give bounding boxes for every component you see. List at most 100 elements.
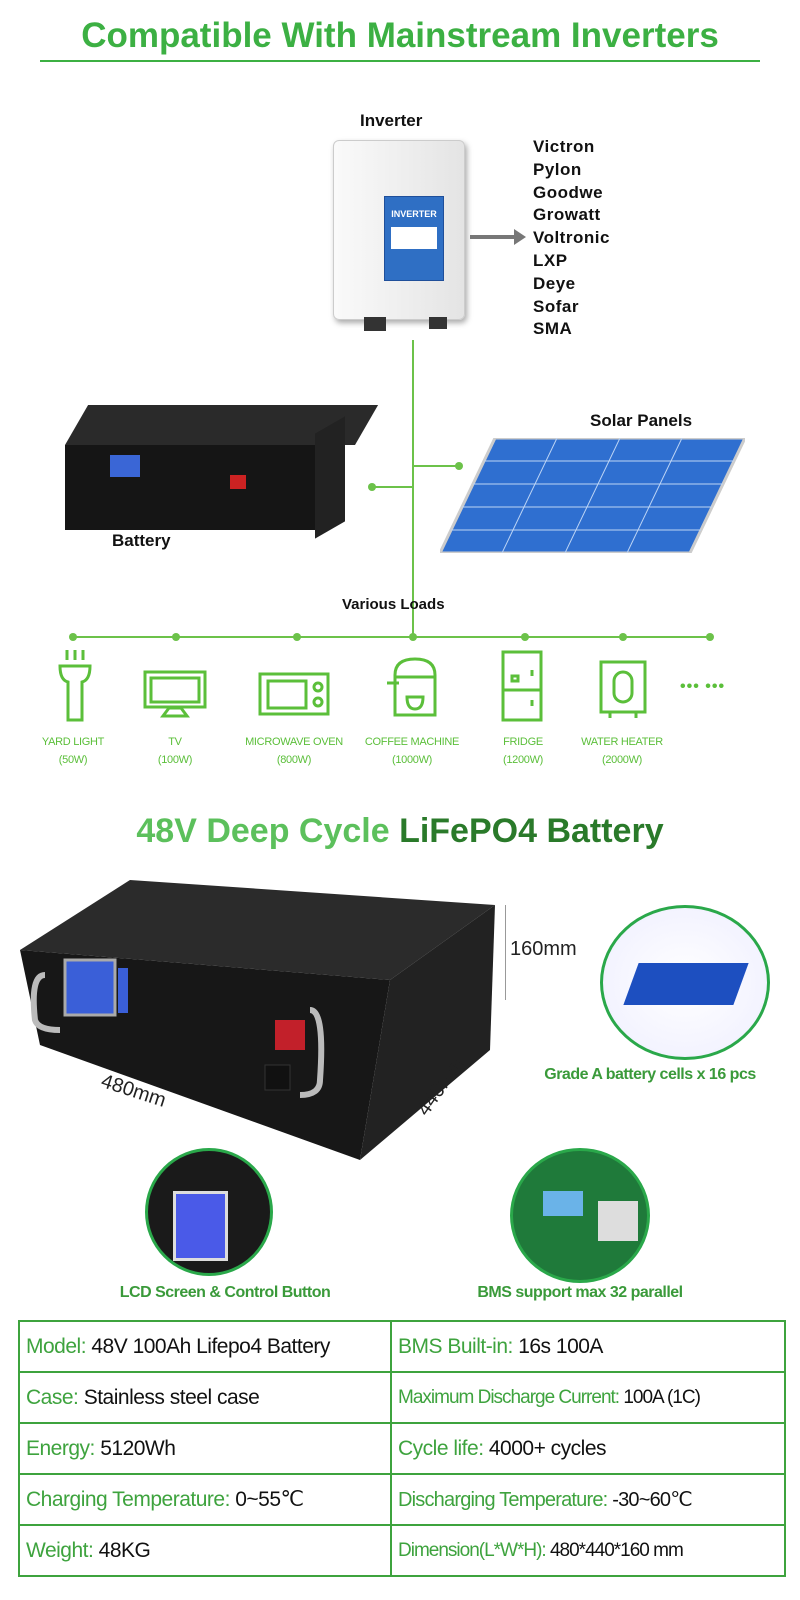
load-yard-light: YARD LIGHT (50W) [13, 733, 133, 769]
load-power: (100W) [157, 754, 193, 766]
load-dot [293, 633, 301, 641]
brand-item: Sofar [533, 296, 579, 316]
spec-key: Maximum Discharge Current: [398, 1386, 624, 1408]
brand-item: SMA [533, 319, 573, 339]
inverter-label: Inverter [360, 111, 423, 130]
spec-value: 100A (1C) [623, 1386, 701, 1408]
load-power: (2000W) [601, 754, 643, 766]
battery-product-image [20, 880, 500, 1160]
spec-max-discharge: Maximum Discharge Current: 100A (1C) [390, 1371, 786, 1424]
load-dot [619, 633, 627, 641]
load-name: TV [168, 736, 182, 748]
inverter-image: INVERTER [333, 140, 465, 331]
load-power: (800W) [276, 754, 312, 766]
table-row: Case: Stainless steel case Maximum Disch… [18, 1371, 786, 1424]
load-power: (1000W) [391, 754, 433, 766]
brand-item: Growatt [533, 205, 601, 225]
load-fridge: FRIDGE (1200W) [463, 733, 583, 769]
spec-value: 0~55℃ [235, 1488, 304, 1511]
loads-bus-line [73, 636, 710, 638]
coffee-machine-icon [387, 657, 437, 717]
tv-icon [143, 670, 207, 718]
lcd-screen-image [145, 1148, 273, 1276]
load-name: YARD LIGHT [41, 736, 105, 748]
spec-key: Weight: [26, 1538, 99, 1562]
solar-label: Solar Panels [590, 411, 693, 430]
spec-key: Dimension(L*W*H): [398, 1539, 550, 1561]
connector-dot [368, 483, 376, 491]
fridge-icon [501, 650, 543, 722]
bms-caption: BMS support max 32 parallel [477, 1284, 683, 1301]
load-power: (50W) [58, 754, 88, 766]
spec-key: Discharging Temperature: [398, 1489, 613, 1511]
height-dimension-line [505, 905, 506, 1000]
load-name: MICROWAVE OVEN [245, 736, 343, 748]
battery-label: Battery [112, 531, 171, 550]
load-power: (1200W) [502, 754, 544, 766]
connector-dot [455, 462, 463, 470]
spec-value: 5120Wh [100, 1436, 176, 1460]
spec-key: Charging Temperature: [26, 1488, 236, 1511]
title-underline [40, 60, 760, 62]
page-title: Compatible With Mainstream Inverters [81, 16, 719, 55]
water-heater-icon [599, 660, 647, 718]
load-coffee-machine: COFFEE MACHINE(1000W) [352, 733, 472, 769]
brand-item: Voltronic [533, 228, 610, 248]
bms-board-image [510, 1148, 650, 1283]
spec-key: Cycle life: [398, 1436, 489, 1460]
load-name: FRIDGE [503, 736, 543, 748]
load-dot [172, 633, 180, 641]
arrow-line [470, 235, 516, 239]
spec-value: 16s 100A [518, 1334, 603, 1358]
specs-table: Model: 48V 100Ah Lifepo4 Battery BMS Bui… [18, 1320, 786, 1577]
table-row: Charging Temperature: 0~55℃ Discharging … [18, 1473, 786, 1526]
load-dot [521, 633, 529, 641]
spec-value: 48KG [98, 1538, 151, 1562]
product-title: 48V Deep Cycle LiFePO4 Battery [0, 812, 800, 851]
table-row: Weight: 48KG Dimension(L*W*H): 480*440*1… [18, 1524, 786, 1577]
brand-item: LXP [533, 250, 568, 270]
inverter-screen-text: INVERTER [391, 209, 437, 219]
brand-item: Deye [533, 273, 576, 293]
spec-energy: Energy: 5120Wh [18, 1422, 392, 1475]
spec-value: Stainless steel case [83, 1385, 260, 1409]
loads-label: Various Loads [342, 596, 445, 613]
cells-caption: Grade A battery cells x 16 pcs [544, 1066, 756, 1083]
product-title-part1: 48V Deep Cycle [136, 812, 400, 850]
spec-key: BMS Built-in: [398, 1334, 519, 1358]
spec-key: Energy: [26, 1436, 101, 1460]
spec-key: Model: [26, 1334, 92, 1358]
spec-value: 480*440*160 mm [549, 1539, 684, 1561]
load-tv: TV (100W) [115, 733, 235, 769]
lcd-caption: LCD Screen & Control Button [119, 1284, 331, 1301]
battery-image [65, 405, 379, 539]
brand-item: Victron [533, 137, 595, 156]
spec-value: -30~60℃ [612, 1489, 693, 1511]
spec-value: 4000+ cycles [488, 1436, 607, 1460]
inverter-screen: INVERTER [384, 196, 444, 281]
spec-dimension: Dimension(L*W*H): 480*440*160 mm [390, 1524, 786, 1577]
spec-cycle-life: Cycle life: 4000+ cycles [390, 1422, 786, 1475]
connector-solar [413, 465, 458, 467]
spec-model: Model: 48V 100Ah Lifepo4 Battery [18, 1320, 392, 1373]
table-row: Model: 48V 100Ah Lifepo4 Battery BMS Bui… [18, 1320, 786, 1373]
more-loads-ellipsis: ••• ••• [680, 678, 726, 695]
microwave-oven-icon [258, 672, 330, 716]
load-dot [706, 633, 714, 641]
spec-charging-temp: Charging Temperature: 0~55℃ [18, 1473, 392, 1526]
load-water-heater: WATER HEATER(2000W) [562, 733, 682, 769]
solar-panels-image [437, 436, 748, 555]
arrow-right-icon [514, 229, 526, 245]
load-dot [409, 633, 417, 641]
table-row: Energy: 5120Wh Cycle life: 4000+ cycles [18, 1422, 786, 1475]
brand-list: Victron Pylon Goodwe Growatt Voltronic L… [533, 136, 610, 341]
spec-discharging-temp: Discharging Temperature: -30~60℃ [390, 1473, 786, 1526]
product-title-part2: LiFePO4 Battery [399, 812, 664, 850]
load-dot [69, 633, 77, 641]
load-microwave-oven: MICROWAVE OVEN (800W) [234, 733, 354, 769]
connector-vertical [412, 340, 414, 637]
brand-item: Goodwe [533, 182, 604, 202]
yard-light-icon [58, 650, 92, 722]
spec-value: 48V 100Ah Lifepo4 Battery [91, 1334, 330, 1358]
connector-battery [372, 486, 413, 488]
